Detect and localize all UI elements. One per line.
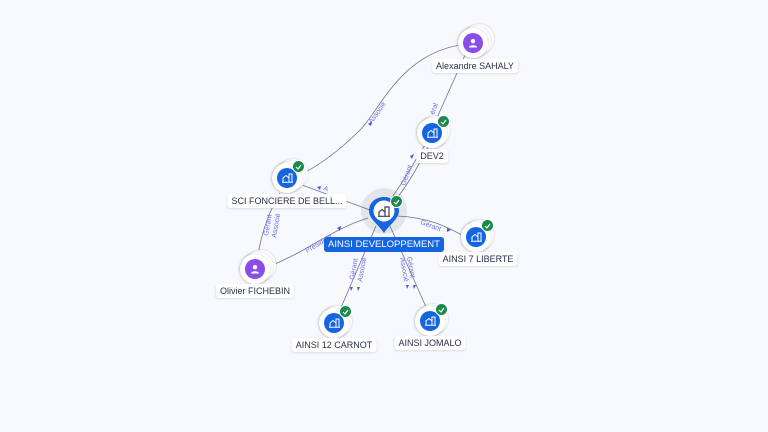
node-label[interactable]: Olivier FICHEBIN xyxy=(215,284,295,298)
verified-icon xyxy=(292,160,305,173)
edge-label: Associé xyxy=(271,213,282,238)
arrow-head xyxy=(410,154,414,159)
edge-label: A xyxy=(322,185,329,193)
building-icon xyxy=(422,123,442,143)
arrow-head xyxy=(337,226,341,231)
building-icon xyxy=(466,227,486,247)
building-icon xyxy=(277,168,297,188)
arrow-head xyxy=(406,285,409,289)
edge-label: Associé xyxy=(357,257,368,282)
node-sci[interactable] xyxy=(272,159,308,193)
node-alexandre[interactable] xyxy=(458,24,494,58)
building-icon xyxy=(324,313,344,333)
verified-icon xyxy=(390,195,403,208)
node-carnot[interactable] xyxy=(319,305,352,338)
building-icon xyxy=(420,311,440,331)
node-label[interactable]: SCI FONCIERE DE BELL... xyxy=(227,194,347,208)
arrow-head xyxy=(350,287,353,291)
person-icon xyxy=(463,33,483,53)
person-icon xyxy=(245,259,265,279)
node-olivier[interactable] xyxy=(240,250,276,284)
edge-label: Associé xyxy=(398,257,409,282)
node-jomalo[interactable] xyxy=(415,303,448,336)
verified-icon xyxy=(481,219,494,232)
edge-label: éral xyxy=(429,102,440,116)
node-liberte[interactable] xyxy=(461,219,494,252)
verified-icon xyxy=(437,115,450,128)
node-label[interactable]: AINSI JOMALO xyxy=(394,336,466,350)
verified-icon xyxy=(435,303,448,316)
arrow-head xyxy=(447,228,451,232)
node-label[interactable]: Alexandre SAHALY xyxy=(432,59,518,73)
edge-label: Gérant xyxy=(405,256,416,278)
verified-icon xyxy=(339,305,352,318)
edge-olivier-center xyxy=(269,217,369,267)
node-label[interactable]: AINSI 12 CARNOT xyxy=(291,338,377,352)
arrow-head xyxy=(357,287,360,291)
edge-label: Gérant xyxy=(263,214,274,236)
arrow-head xyxy=(317,186,321,190)
edge-label: Gérant xyxy=(349,258,360,280)
edge-alexandre-sci xyxy=(299,44,461,176)
center-node-label[interactable]: AINSI DEVELOPPEMENT xyxy=(324,237,444,252)
node-dev2[interactable] xyxy=(417,115,450,148)
node-label[interactable]: AINSI 7 LIBERTE xyxy=(438,252,518,266)
edge-label: Associé xyxy=(368,101,388,125)
node-label[interactable]: DEV2 xyxy=(416,149,448,163)
arrow-head xyxy=(413,285,416,289)
edge-center-liberte xyxy=(397,215,463,236)
arrow-head xyxy=(368,121,372,126)
center-node[interactable] xyxy=(367,195,403,235)
